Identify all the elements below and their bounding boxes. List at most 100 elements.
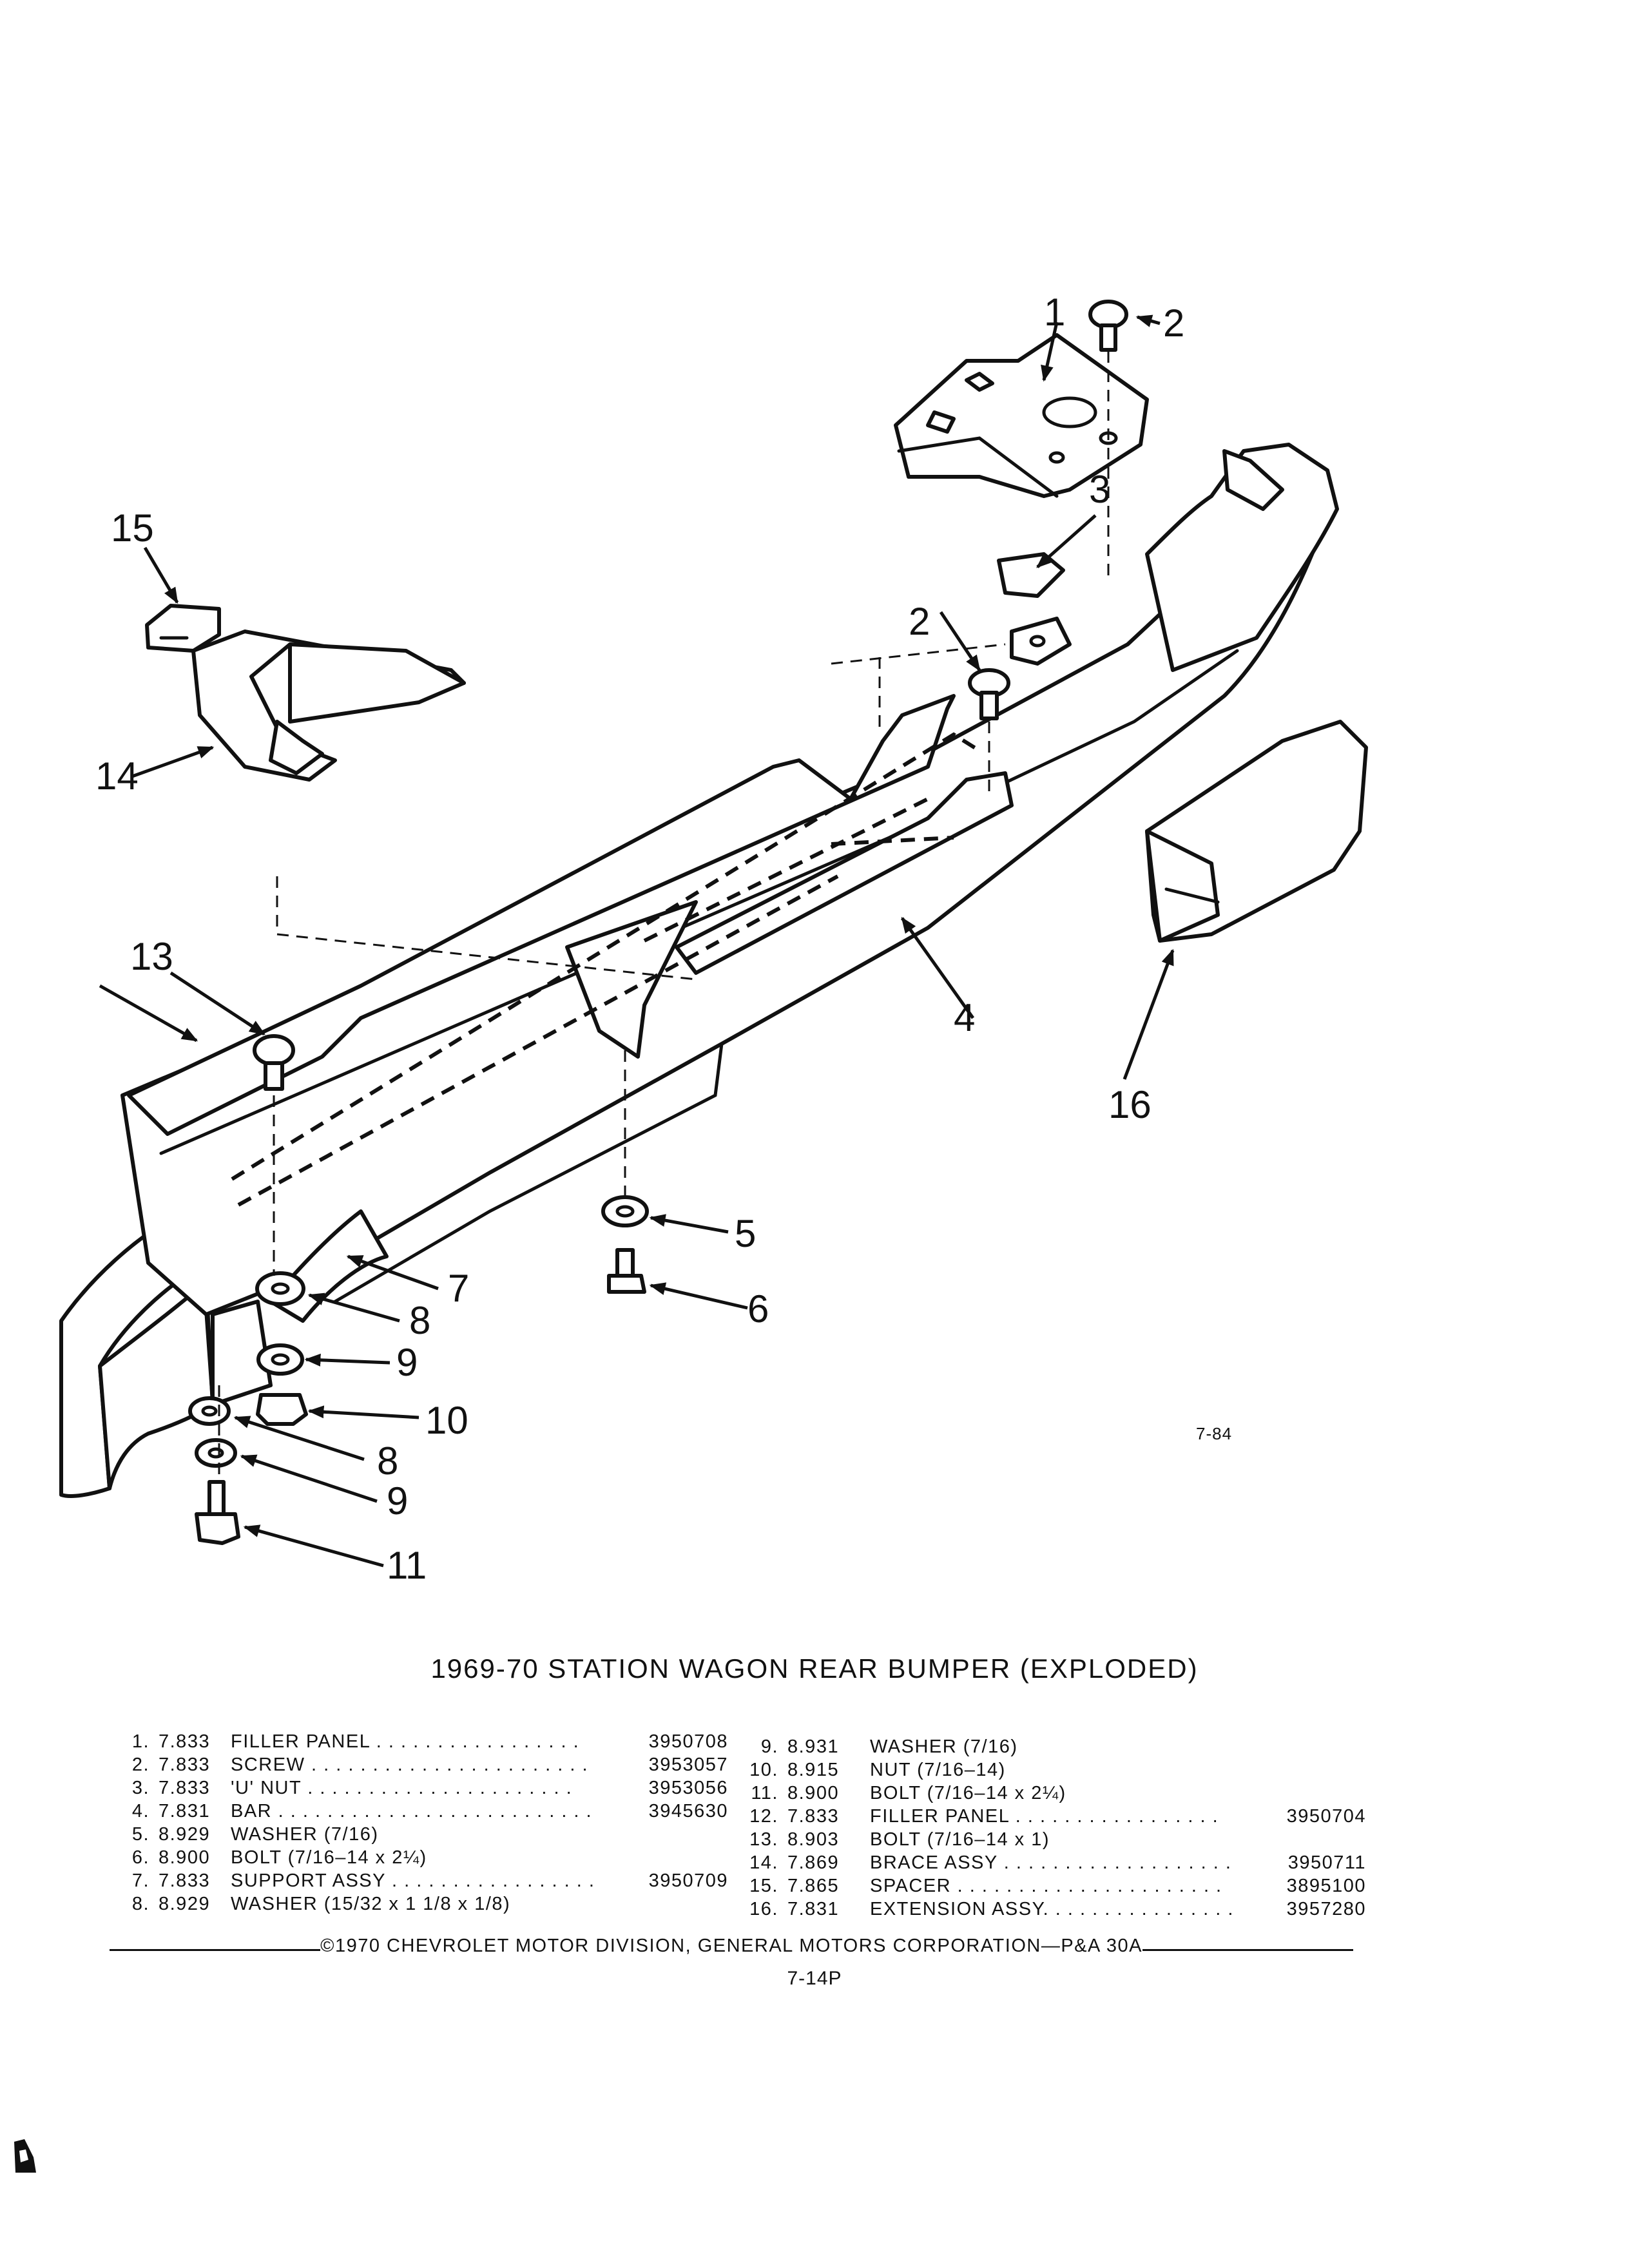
part-number: 3950709 [648, 1870, 728, 1891]
group-code: 7.833 [787, 1806, 840, 1827]
callout-2-top: 2 [1163, 302, 1184, 345]
group-code: 7.833 [159, 1870, 211, 1891]
callout-9-lower: 9 [387, 1479, 408, 1523]
group-code: 8.915 [787, 1760, 840, 1780]
parts-row: 8. 8.929 WASHER (15/32 x 1 1/8 x 1/8) [116, 1892, 728, 1916]
item-number: 11. [751, 1783, 778, 1803]
part-number: 3953056 [648, 1778, 728, 1798]
callout-arrows [99, 314, 1175, 1568]
parts-row: 10. 8.915 NUT (7/16–14) [747, 1758, 1366, 1782]
callout-4: 4 [954, 996, 975, 1039]
extension-assembly [1145, 720, 1368, 943]
parts-row: 5. 8.929 WASHER (7/16) [116, 1823, 728, 1846]
group-code: 8.929 [159, 1824, 211, 1845]
item-number: 8. [131, 1894, 149, 1914]
callout-10: 10 [425, 1399, 468, 1442]
callout-3: 3 [1089, 468, 1110, 511]
parts-row: 7. 7.833 SUPPORT ASSY . . . . . . . . . . … [116, 1869, 728, 1892]
group-code: 7.865 [787, 1876, 840, 1896]
part-description: BOLT (7/16–14 x 2¼) [231, 1847, 427, 1868]
group-code: 7.833 [159, 1778, 211, 1798]
spacer [145, 604, 221, 653]
callout-15: 15 [111, 506, 154, 550]
group-code: 7.833 [159, 1731, 211, 1752]
item-number: 14. [749, 1852, 778, 1873]
part-description: FILLER PANEL . . . . . . . . . . . . . .… [870, 1806, 1219, 1827]
part-description: FILLER PANEL . . . . . . . . . . . . . .… [231, 1731, 580, 1752]
copyright-text: ©1970 CHEVROLET MOTOR DIVISION, GENERAL … [320, 1936, 1142, 1956]
part-description: BOLT (7/16–14 x 2¼) [870, 1783, 1066, 1803]
item-number: 6. [131, 1847, 149, 1868]
item-number: 7. [131, 1870, 149, 1891]
parts-row: 11. 8.900 BOLT (7/16–14 x 2¼) [747, 1782, 1366, 1805]
group-code: 8.900 [159, 1847, 211, 1868]
part-description: NUT (7/16–14) [870, 1760, 1006, 1780]
callout-1: 1 [1044, 291, 1065, 334]
callout-11: 11 [387, 1544, 427, 1587]
part-description: WASHER (7/16) [231, 1824, 379, 1845]
item-number: 12. [749, 1806, 778, 1827]
callout-16: 16 [1108, 1083, 1152, 1126]
fasteners [188, 300, 1128, 1545]
part-description: SUPPORT ASSY . . . . . . . . . . . . . .… [231, 1870, 595, 1891]
group-code: 8.903 [787, 1829, 840, 1850]
item-number: 5. [131, 1824, 149, 1845]
part-number: 3895100 [1286, 1876, 1366, 1896]
rule-left [110, 1949, 321, 1951]
group-code: 8.900 [787, 1783, 840, 1803]
part-description: BOLT (7/16–14 x 1) [870, 1829, 1050, 1850]
diagram-title: 1969-70 STATION WAGON REAR BUMPER (EXPLO… [430, 1653, 1199, 1684]
parts-row: 13. 8.903 BOLT (7/16–14 x 1) [747, 1828, 1366, 1851]
part-number: 3957280 [1286, 1899, 1366, 1919]
copyright-line: ©1970 CHEVROLET MOTOR DIVISION, GENERAL … [110, 1936, 1354, 1957]
part-number: 3950704 [1286, 1806, 1366, 1827]
callout-2-middle: 2 [909, 600, 930, 643]
part-description: 'U' NUT . . . . . . . . . . . . . . . . … [231, 1778, 573, 1798]
group-code: 8.929 [159, 1894, 211, 1914]
filler-panel-1 [894, 333, 1149, 498]
callout-13: 13 [130, 935, 173, 978]
group-code: 8.931 [787, 1736, 840, 1757]
callout-9-upper: 9 [396, 1341, 418, 1384]
part-description: SPACER . . . . . . . . . . . . . . . . .… [870, 1876, 1222, 1896]
parts-row: 16. 7.831 EXTENSION ASSY. . . . . . . . . … [747, 1898, 1366, 1921]
callout-labels: 1 2 3 2 4 5 6 7 8 9 10 8 9 11 13 14 15 1… [95, 291, 1184, 1587]
parts-row: 15. 7.865 SPACER . . . . . . . . . . . . .… [747, 1874, 1366, 1898]
group-code: 7.831 [787, 1899, 840, 1919]
centerlines [218, 351, 1110, 1482]
page-number: 7-14P [787, 1968, 842, 1989]
part-description: WASHER (7/16) [870, 1736, 1018, 1757]
group-code: 7.833 [159, 1754, 211, 1775]
group-code: 7.831 [159, 1801, 211, 1821]
item-number: 3. [131, 1778, 149, 1798]
part-description: WASHER (15/32 x 1 1/8 x 1/8) [231, 1894, 511, 1914]
parts-row: 1. 7.833 FILLER PANEL . . . . . . . . . . … [116, 1730, 728, 1753]
part-number: 3950708 [648, 1731, 728, 1752]
callout-6: 6 [747, 1287, 769, 1331]
parts-row: 6. 8.900 BOLT (7/16–14 x 2¼) [116, 1846, 728, 1869]
item-number: 4. [131, 1801, 149, 1821]
item-number: 10. [749, 1760, 778, 1780]
item-number: 1. [131, 1731, 149, 1752]
item-number: 15. [749, 1876, 778, 1896]
part-number: 3945630 [648, 1801, 728, 1821]
callout-8-upper: 8 [409, 1299, 430, 1342]
group-code: 7.869 [787, 1852, 840, 1873]
part-number: 3950711 [1287, 1852, 1366, 1873]
item-number: 13. [749, 1829, 778, 1850]
rule-right [1142, 1949, 1354, 1951]
u-nut-parts [997, 552, 1072, 666]
parts-row: 3. 7.833 'U' NUT . . . . . . . . . . . . .… [116, 1776, 728, 1800]
item-number: 16. [749, 1899, 778, 1919]
part-description: EXTENSION ASSY. . . . . . . . . . . . . … [870, 1899, 1234, 1919]
hidden-lines [231, 643, 1006, 1207]
corner-mark [14, 2139, 36, 2173]
part-number: 3953057 [648, 1754, 728, 1775]
parts-row: 12. 7.833 FILLER PANEL . . . . . . . . . .… [747, 1805, 1366, 1828]
part-description: SCREW . . . . . . . . . . . . . . . . . … [231, 1754, 589, 1775]
